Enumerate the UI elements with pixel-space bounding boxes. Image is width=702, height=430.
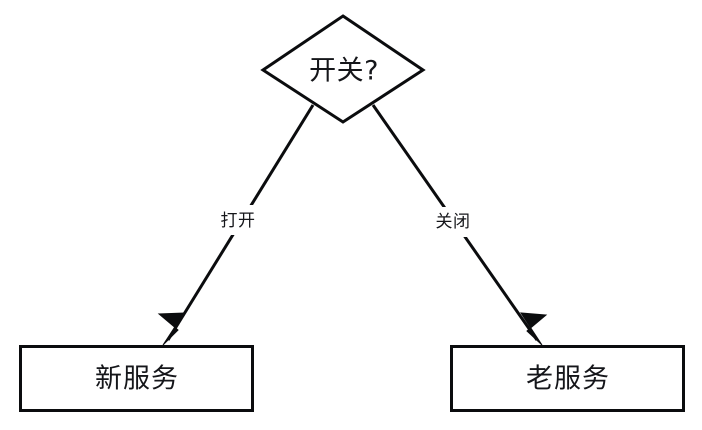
edge-open-label-mask bbox=[212, 205, 264, 235]
edge-closed-label: 关闭 bbox=[436, 212, 471, 232]
edge-closed-label-mask bbox=[427, 207, 479, 237]
decision-diamond-shape bbox=[260, 14, 426, 124]
old-service-box-shape bbox=[450, 345, 685, 412]
edge-closed: 关闭 bbox=[371, 104, 548, 346]
edge-closed-arrowhead bbox=[520, 312, 548, 346]
decision-label: 开关? bbox=[309, 56, 379, 87]
edge-open: 打开 bbox=[157, 104, 315, 346]
edge-open-label: 打开 bbox=[221, 211, 256, 231]
node-old-service[interactable]: 老服务 bbox=[450, 345, 685, 412]
node-new-service[interactable]: 新服务 bbox=[19, 345, 254, 412]
new-service-label: 新服务 bbox=[95, 364, 179, 395]
node-decision[interactable]: 开关? bbox=[260, 14, 426, 124]
new-service-box-shape bbox=[19, 345, 254, 412]
edge-open-arrowhead bbox=[157, 312, 185, 346]
old-service-label: 老服务 bbox=[526, 364, 610, 395]
